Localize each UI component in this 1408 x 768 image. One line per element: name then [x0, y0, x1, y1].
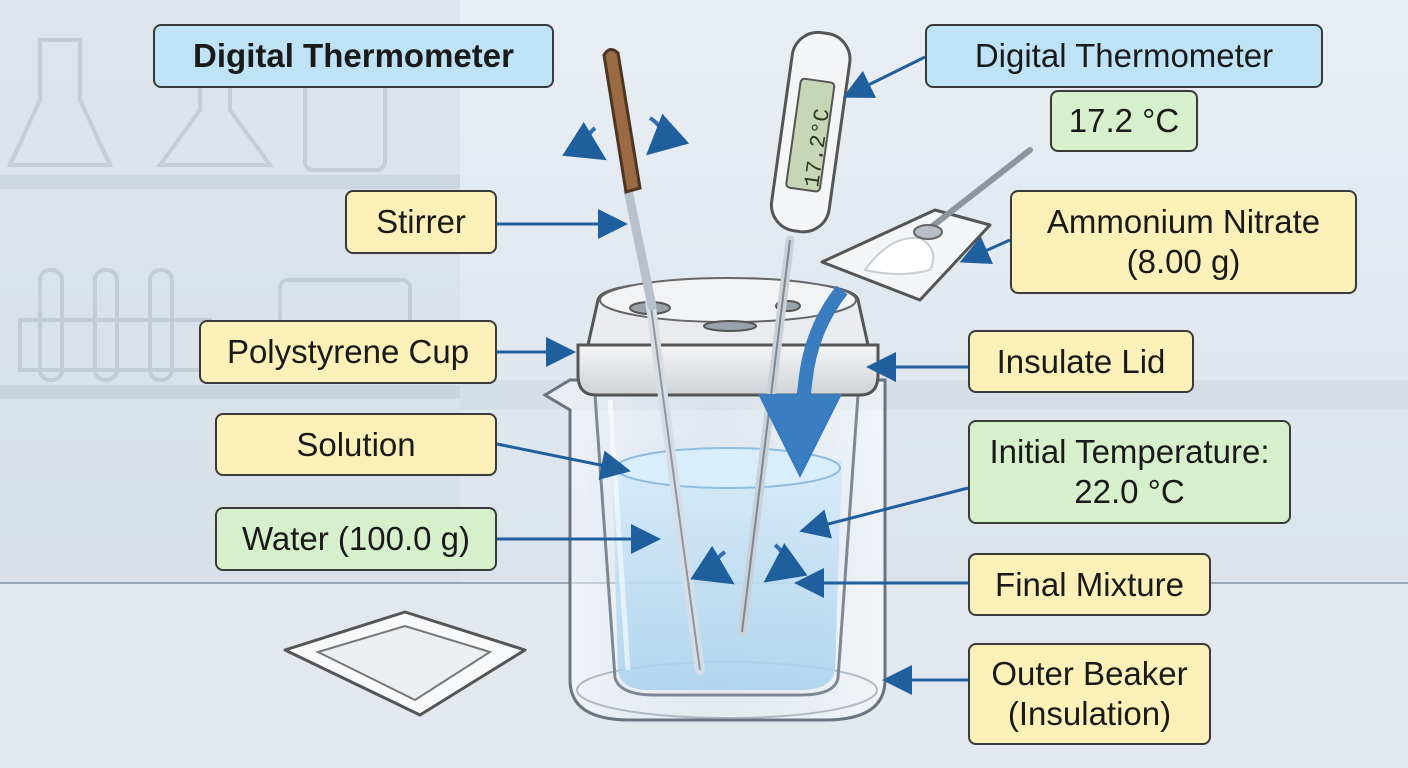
- weighing-boat-with-powder: [820, 147, 1033, 302]
- label-text: Solution: [296, 425, 416, 463]
- label-digital-thermometer-left: Digital Thermometer: [153, 24, 554, 88]
- label-text: Final Mixture: [995, 565, 1184, 603]
- label-text-line1: Initial Temperature:: [989, 433, 1270, 471]
- leader-arrows: [496, 55, 1011, 695]
- digital-thermometer: [737, 30, 852, 637]
- label-insulate-lid: Insulate Lid: [968, 330, 1194, 393]
- background-lab: [0, 0, 1408, 600]
- label-text-line2: (8.00 g): [1126, 243, 1241, 280]
- label-polystyrene-cup: Polystyrene Cup: [199, 320, 497, 384]
- stirrer: [602, 48, 705, 675]
- label-text-line1: Ammonium Nitrate: [1046, 203, 1321, 241]
- label-text: Polystyrene Cup: [226, 333, 470, 371]
- label-text-line1: Outer Beaker: [991, 655, 1188, 693]
- label-outer-beaker: Outer Beaker (Insulation): [968, 643, 1211, 745]
- label-text: Water (100.0 g): [241, 520, 471, 558]
- label-text: Digital Thermometer: [974, 37, 1274, 75]
- label-initial-temperature: Initial Temperature: 22.0 °C: [968, 420, 1291, 524]
- pour-arrow: [758, 285, 848, 478]
- label-thermometer-reading: 17.2 °C: [1050, 90, 1198, 152]
- stir-swirl-bottom-icon: [690, 543, 808, 585]
- label-text-line2: 22.0 °C: [1074, 473, 1185, 510]
- empty-weighing-boat: [283, 610, 527, 717]
- label-ammonium-nitrate: Ammonium Nitrate (8.00 g): [1010, 190, 1357, 294]
- label-digital-thermometer-right: Digital Thermometer: [925, 24, 1323, 88]
- label-text: Stirrer: [376, 203, 466, 241]
- label-text-line2: (Insulation): [1007, 695, 1172, 732]
- label-text: Digital Thermometer: [193, 37, 514, 75]
- label-text: 17.2 °C: [1068, 102, 1180, 140]
- label-final-mixture: Final Mixture: [968, 553, 1211, 616]
- label-text: Insulate Lid: [996, 342, 1166, 380]
- label-solution: Solution: [215, 413, 497, 476]
- label-water: Water (100.0 g): [215, 507, 497, 571]
- stir-swirl-top-icon: [562, 113, 690, 161]
- label-stirrer: Stirrer: [345, 190, 497, 254]
